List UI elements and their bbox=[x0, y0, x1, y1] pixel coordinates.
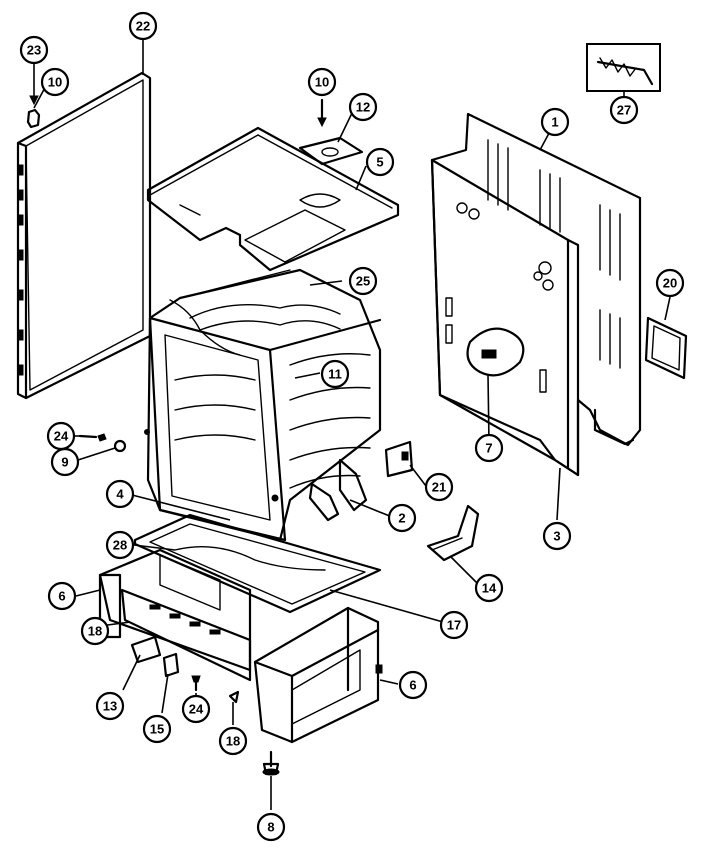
callout-10-left: 10 bbox=[40, 67, 70, 97]
callout-27: 27 bbox=[609, 95, 639, 125]
vent-slots bbox=[487, 139, 621, 369]
screw-part-24-lower bbox=[191, 675, 201, 692]
bottom-pan-part bbox=[133, 513, 382, 614]
callout-25: 25 bbox=[348, 266, 378, 296]
oven-cavity-part bbox=[144, 268, 382, 542]
callout-label: 28 bbox=[113, 538, 127, 553]
callout-label: 10 bbox=[48, 75, 62, 90]
callout-14: 14 bbox=[474, 573, 504, 603]
callout-label: 5 bbox=[376, 155, 383, 170]
screw-part-9 bbox=[113, 439, 127, 453]
callout-20: 20 bbox=[655, 268, 685, 298]
callout-label: 25 bbox=[356, 274, 370, 289]
callout-label: 21 bbox=[432, 480, 446, 495]
callout-11: 11 bbox=[320, 359, 350, 389]
back-panel-part bbox=[430, 112, 642, 477]
callout-24-lower: 24 bbox=[181, 694, 211, 724]
callout-label: 6 bbox=[58, 589, 65, 604]
callout-8: 8 bbox=[256, 812, 286, 842]
callout-label: 17 bbox=[447, 618, 461, 633]
callout-21: 21 bbox=[424, 472, 454, 502]
drawer-part bbox=[253, 606, 383, 744]
callout-18-lower: 18 bbox=[218, 726, 248, 756]
callout-15: 15 bbox=[142, 714, 172, 744]
callout-24-upper: 24 bbox=[46, 421, 76, 451]
callout-label: 12 bbox=[356, 100, 370, 115]
callout-label: 8 bbox=[267, 820, 274, 835]
callout-label: 15 bbox=[150, 722, 164, 737]
leveling-leg-part-8 bbox=[262, 750, 280, 776]
top-panel-part bbox=[146, 126, 400, 272]
callout-10-top: 10 bbox=[307, 67, 337, 97]
base-frame-part bbox=[98, 548, 252, 682]
callout-label: 24 bbox=[54, 429, 69, 444]
callout-label: 11 bbox=[328, 367, 342, 382]
callout-22: 22 bbox=[128, 11, 158, 41]
callout-label: 20 bbox=[663, 276, 677, 291]
callout-label: 22 bbox=[136, 19, 150, 34]
part-27-inset bbox=[586, 43, 661, 92]
callout-label: 3 bbox=[553, 529, 560, 544]
callout-label: 27 bbox=[617, 103, 631, 118]
callout-label: 6 bbox=[409, 678, 416, 693]
callout-label: 24 bbox=[189, 702, 204, 717]
part-14 bbox=[426, 504, 480, 562]
screw-part-18-lower bbox=[228, 690, 240, 704]
callout-label: 10 bbox=[315, 75, 329, 90]
callout-1: 1 bbox=[540, 107, 570, 137]
part-21 bbox=[384, 440, 414, 478]
screw-part-10-top bbox=[317, 98, 327, 128]
callout-3: 3 bbox=[542, 521, 572, 551]
callout-label: 13 bbox=[103, 699, 117, 714]
callout-23: 23 bbox=[19, 35, 49, 65]
screw-part-24-upper bbox=[78, 433, 107, 442]
callout-label: 9 bbox=[61, 455, 68, 470]
callout-7: 7 bbox=[474, 433, 504, 463]
screw-part-23 bbox=[26, 108, 41, 129]
callout-label: 18 bbox=[88, 624, 102, 639]
callout-label: 18 bbox=[226, 734, 240, 749]
callout-label: 2 bbox=[398, 511, 405, 526]
part-15 bbox=[162, 652, 180, 678]
part-13 bbox=[130, 635, 162, 664]
callout-label: 23 bbox=[27, 43, 41, 58]
callout-9: 9 bbox=[50, 447, 80, 477]
callout-label: 7 bbox=[485, 441, 492, 456]
callout-18-left: 18 bbox=[80, 616, 110, 646]
callout-2: 2 bbox=[387, 503, 417, 533]
callout-label: 14 bbox=[482, 581, 497, 596]
callout-28: 28 bbox=[105, 530, 135, 560]
callout-6-right: 6 bbox=[398, 670, 428, 700]
callout-12: 12 bbox=[348, 92, 378, 122]
callout-13: 13 bbox=[95, 691, 125, 721]
part-2 bbox=[308, 458, 368, 522]
callout-label: 1 bbox=[551, 115, 558, 130]
part-20 bbox=[644, 316, 688, 380]
bracket-part-12 bbox=[298, 136, 364, 166]
callout-5: 5 bbox=[365, 147, 395, 177]
callout-6-left: 6 bbox=[47, 581, 77, 611]
leader-lines bbox=[29, 38, 671, 810]
callout-17: 17 bbox=[439, 610, 469, 640]
callout-4: 4 bbox=[105, 479, 135, 509]
callout-label: 4 bbox=[116, 487, 124, 502]
